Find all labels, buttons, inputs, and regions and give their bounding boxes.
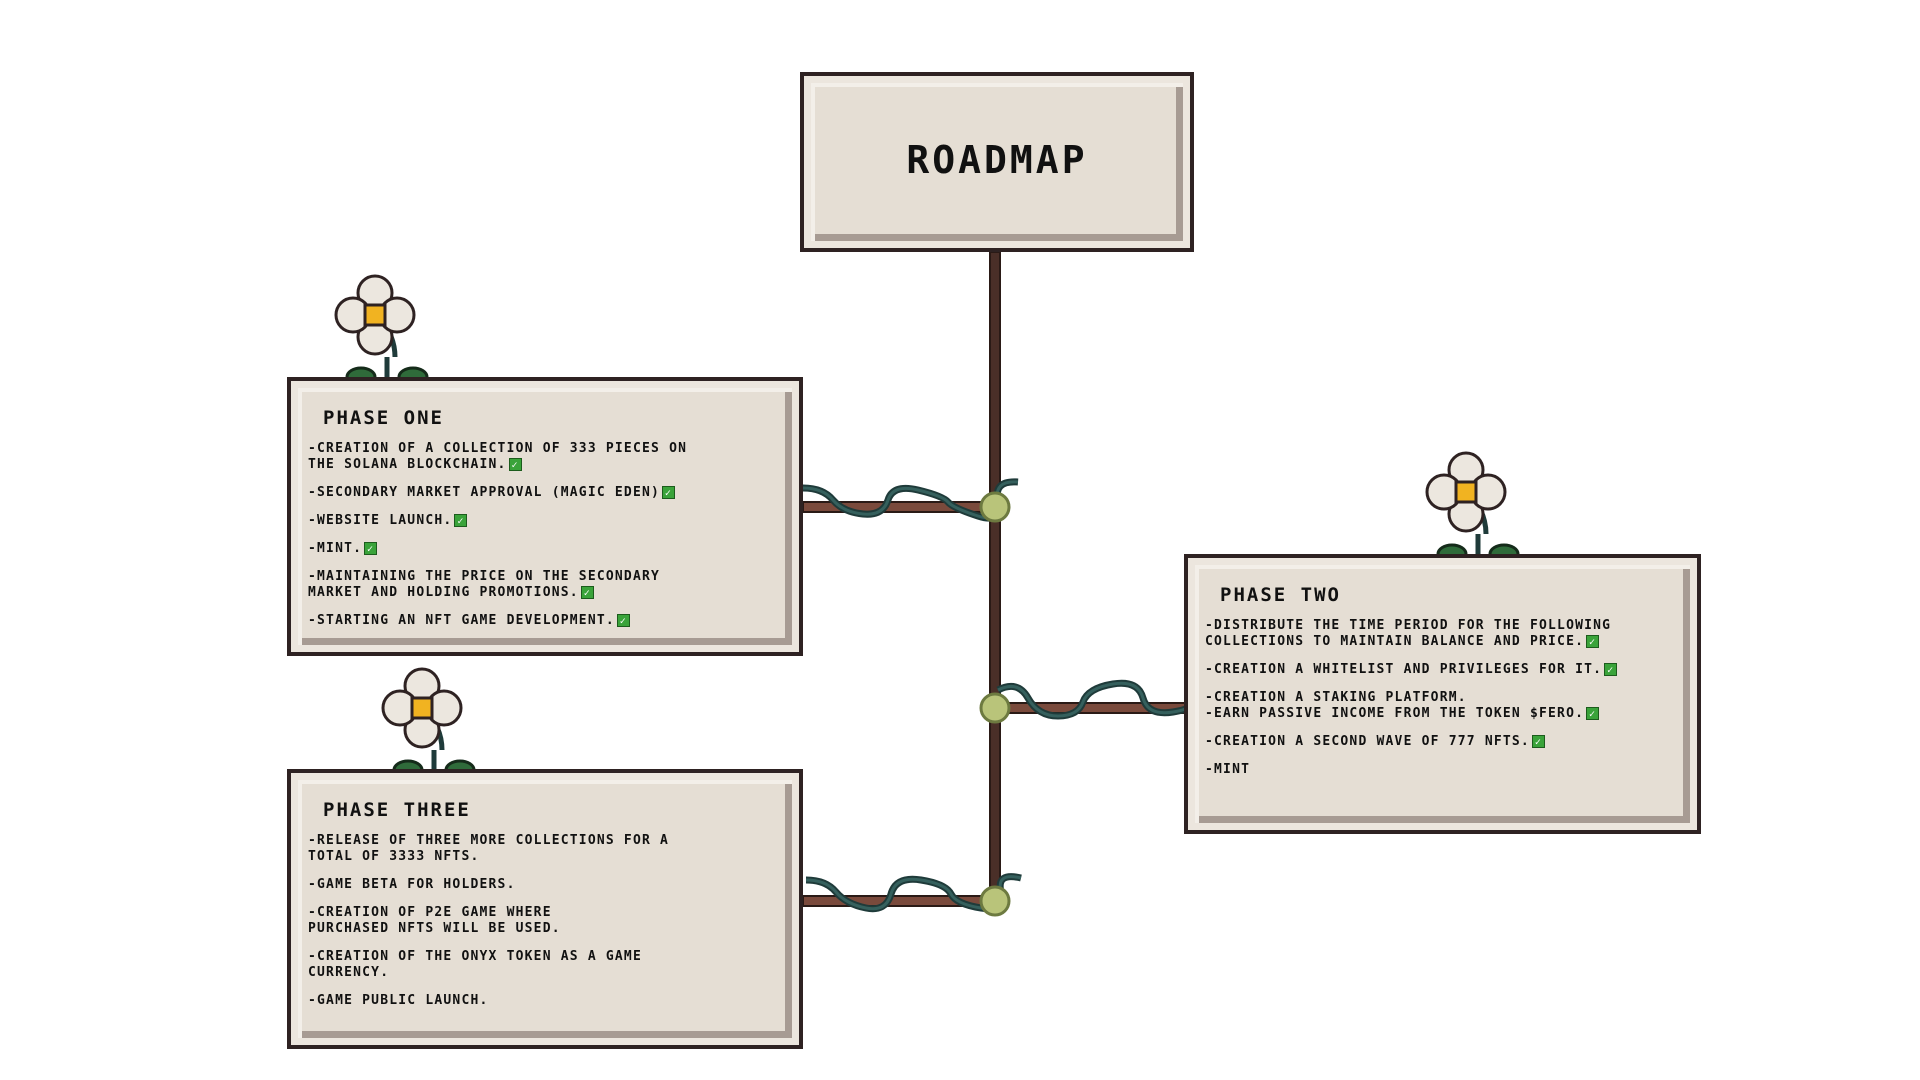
roadmap-item-text: -CREATION OF A COLLECTION OF 333 PIECES … [308, 441, 688, 472]
phase-two-title: PHASE TWO [1220, 584, 1341, 606]
checkmark-icon: ✓ [1531, 735, 1545, 748]
flower-phase-one [334, 274, 429, 388]
node-phase-one [979, 491, 1011, 523]
phase-one-card: PHASE ONE -CREATION OF A COLLECTION OF 3… [287, 377, 803, 656]
checkmark-icon: ✓ [508, 458, 522, 471]
main-pole [989, 251, 1001, 905]
roadmap-item-text: -CREATION A SECOND WAVE OF 777 NFTS. [1205, 734, 1530, 749]
branch-phase-three [802, 873, 1022, 917]
roadmap-title-sign: ROADMAP [800, 72, 1194, 252]
roadmap-item-text: -CREATION OF THE ONYX TOKEN AS A GAME CU… [308, 949, 642, 980]
roadmap-item: -CREATION OF P2E GAME WHERE PURCHASED NF… [308, 905, 779, 937]
roadmap-item: -STARTING AN NFT GAME DEVELOPMENT.✓ [308, 613, 779, 629]
phase-two-card: PHASE TWO -DISTRIBUTE THE TIME PERIOD FO… [1184, 554, 1701, 834]
roadmap-item-text: -STARTING AN NFT GAME DEVELOPMENT. [308, 613, 615, 628]
phase-two-items: -DISTRIBUTE THE TIME PERIOD FOR THE FOLL… [1205, 618, 1677, 790]
phase-one-items: -CREATION OF A COLLECTION OF 333 PIECES … [308, 441, 779, 641]
roadmap-item-text: -RELEASE OF THREE MORE COLLECTIONS FOR A… [308, 833, 670, 864]
roadmap-item-text: -CREATION OF P2E GAME WHERE PURCHASED NF… [308, 905, 561, 936]
checkmark-icon: ✓ [364, 542, 378, 555]
roadmap-item-text: -CREATION A STAKING PLATFORM. -EARN PASS… [1205, 690, 1585, 721]
roadmap-item: -GAME PUBLIC LAUNCH. [308, 993, 779, 1009]
roadmap-item: -CREATION OF A COLLECTION OF 333 PIECES … [308, 441, 779, 473]
roadmap-item: -MAINTAINING THE PRICE ON THE SECONDARY … [308, 569, 779, 601]
roadmap-item: -WEBSITE LAUNCH.✓ [308, 513, 779, 529]
roadmap-item: -DISTRIBUTE THE TIME PERIOD FOR THE FOLL… [1205, 618, 1677, 650]
roadmap-item: -CREATION A WHITELIST AND PRIVILEGES FOR… [1205, 662, 1677, 678]
phase-three-title: PHASE THREE [323, 799, 471, 821]
roadmap-item-text: -GAME BETA FOR HOLDERS. [308, 877, 516, 892]
roadmap-item: -RELEASE OF THREE MORE COLLECTIONS FOR A… [308, 833, 779, 865]
roadmap-title: ROADMAP [906, 138, 1088, 182]
roadmap-item: -MINT.✓ [308, 541, 779, 557]
roadmap-item-text: -WEBSITE LAUNCH. [308, 513, 453, 528]
roadmap-item: -CREATION OF THE ONYX TOKEN AS A GAME CU… [308, 949, 779, 981]
flower-phase-three [381, 667, 476, 781]
checkmark-icon: ✓ [662, 486, 676, 499]
checkmark-icon: ✓ [1586, 707, 1600, 720]
roadmap-item-text: -DISTRIBUTE THE TIME PERIOD FOR THE FOLL… [1205, 618, 1612, 649]
checkmark-icon: ✓ [454, 514, 468, 527]
phase-three-items: -RELEASE OF THREE MORE COLLECTIONS FOR A… [308, 833, 779, 1021]
checkmark-icon: ✓ [616, 614, 630, 627]
flower-phase-two [1425, 451, 1520, 565]
roadmap-item-text: -MAINTAINING THE PRICE ON THE SECONDARY … [308, 569, 661, 600]
node-phase-two [979, 692, 1011, 724]
roadmap-item-text: -MINT [1205, 762, 1251, 777]
branch-phase-two [979, 674, 1220, 724]
roadmap-item: -MINT [1205, 762, 1677, 778]
roadmap-item-text: -MINT. [308, 541, 363, 556]
checkmark-icon: ✓ [1604, 663, 1618, 676]
node-phase-three [979, 885, 1011, 917]
roadmap-item-text: -CREATION A WHITELIST AND PRIVILEGES FOR… [1205, 662, 1603, 677]
roadmap-item-text: -GAME PUBLIC LAUNCH. [308, 993, 489, 1008]
roadmap-item: -SECONDARY MARKET APPROVAL (MAGIC EDEN)✓ [308, 485, 779, 501]
branch-phase-one [802, 478, 1019, 523]
roadmap-item: -CREATION A STAKING PLATFORM. -EARN PASS… [1205, 690, 1677, 722]
checkmark-icon: ✓ [580, 586, 594, 599]
roadmap-item-text: -SECONDARY MARKET APPROVAL (MAGIC EDEN) [308, 485, 661, 500]
phase-one-title: PHASE ONE [323, 407, 444, 429]
roadmap-item: -CREATION A SECOND WAVE OF 777 NFTS.✓ [1205, 734, 1677, 750]
phase-three-card: PHASE THREE -RELEASE OF THREE MORE COLLE… [287, 769, 803, 1049]
roadmap-item: -GAME BETA FOR HOLDERS. [308, 877, 779, 893]
checkmark-icon: ✓ [1586, 635, 1600, 648]
